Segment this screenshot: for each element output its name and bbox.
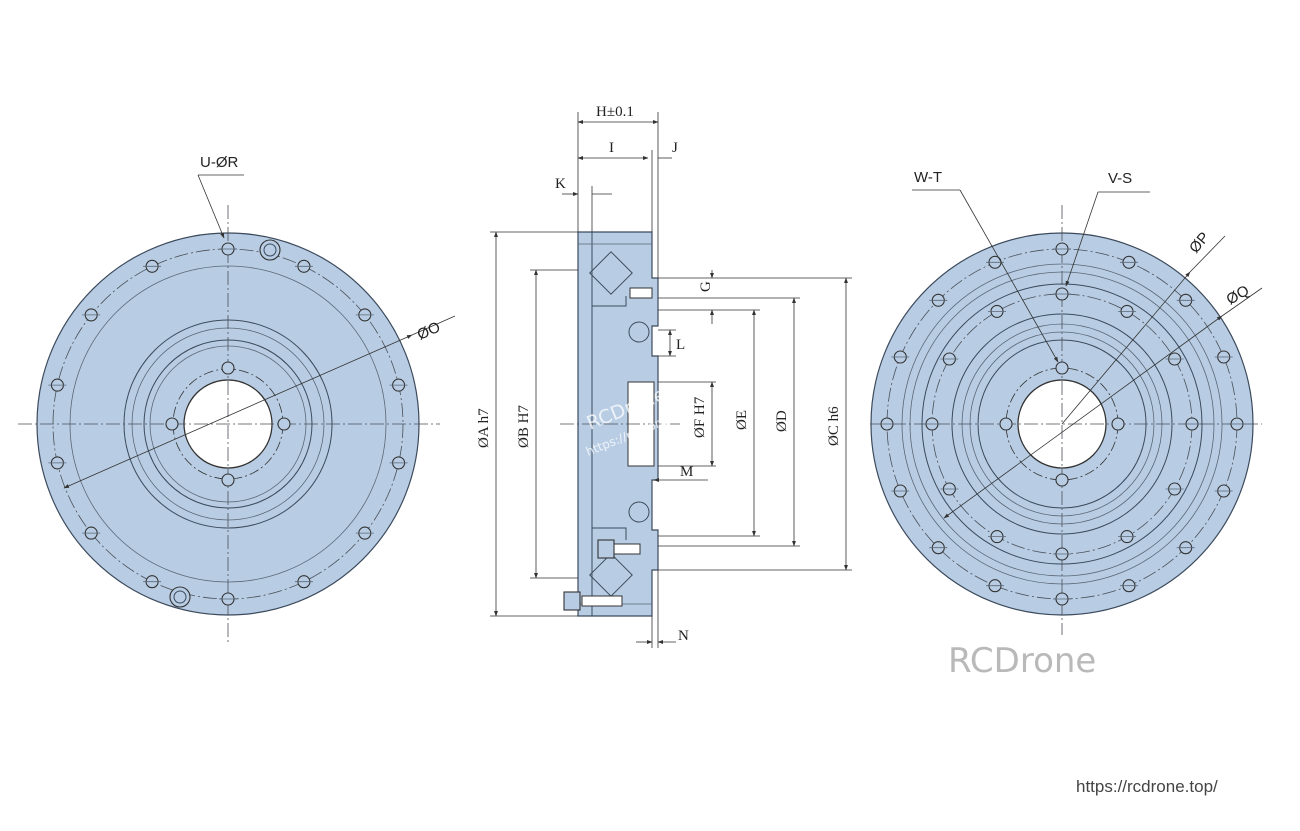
dim-W-T-label: W-T: [914, 169, 942, 186]
dim-K-label: K: [555, 176, 566, 192]
dim-I-label: I: [609, 140, 614, 156]
dim-A-label: ØA h7: [476, 408, 492, 448]
dim-C-label: ØC h6: [826, 406, 842, 446]
dim-N-label: N: [678, 628, 689, 644]
dim-L-label: L: [676, 337, 685, 353]
dim-F-label: ØF H7: [692, 396, 708, 438]
right-back-view: ØP ØQ W-T V-S: [870, 169, 1263, 635]
dim-O-label: ØO: [415, 319, 443, 344]
watermark-url: https://rcdrone.top/: [1076, 777, 1218, 796]
dim-V-S-label: V-S: [1108, 170, 1132, 187]
dim-J-label: J: [672, 140, 678, 156]
dim-G-label: G: [698, 281, 714, 292]
dim-B-label: ØB H7: [516, 405, 532, 448]
middle-section-view: H±0.1 I J K ØA h7 ØB H7 ØF H7 ØE: [476, 104, 852, 648]
dim-E-label: ØE: [734, 410, 750, 430]
watermark-brand: RCDrone: [948, 641, 1096, 681]
dim-Q-label: ØQ: [1224, 282, 1253, 308]
dim-U-R-label: U-ØR: [200, 154, 238, 171]
dim-H-label: H±0.1: [596, 104, 634, 120]
dim-M-label: M: [680, 464, 693, 480]
dim-D-label: ØD: [774, 410, 790, 432]
left-front-view: ØO U-ØR: [18, 154, 456, 645]
